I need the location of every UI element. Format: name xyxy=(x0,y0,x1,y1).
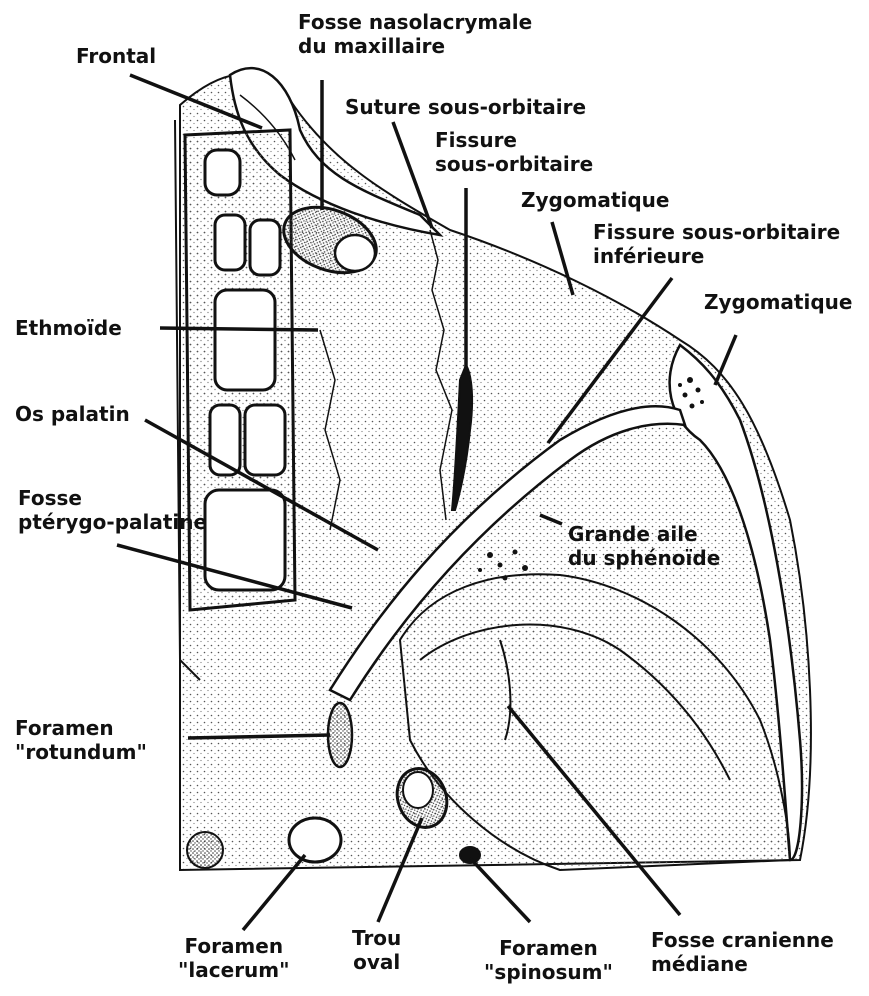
label-suture-sous-orbitaire: Suture sous-orbitaire xyxy=(345,95,586,119)
label-ethmoide: Ethmoïde xyxy=(15,316,122,340)
label-foramen-lacerum: Foramen "lacerum" xyxy=(178,934,290,982)
leader-zygomatique-2 xyxy=(715,335,736,385)
label-fosse-pterygo: Fosse ptérygo-palatine xyxy=(18,486,207,534)
label-zygomatique-lower: Zygomatique xyxy=(704,290,852,314)
ethmoid-cells xyxy=(185,130,295,610)
label-fosse-nasolacrymale: Fosse nasolacrymale du maxillaire xyxy=(298,10,532,58)
label-foramen-spinosum: Foramen "spinosum" xyxy=(484,936,613,984)
label-frontal: Frontal xyxy=(76,44,156,68)
label-fissure-sous-orbitaire: Fissure sous-orbitaire xyxy=(435,128,593,176)
foramen-lacerum-shape xyxy=(289,818,341,862)
leader-spinosum xyxy=(470,858,530,922)
label-trou-oval: Trou oval xyxy=(352,926,401,974)
leader-ethmoide xyxy=(160,328,318,330)
foramen-spinosum-shape xyxy=(460,847,480,863)
label-fosse-cranienne: Fosse cranienne médiane xyxy=(651,928,834,976)
foramen-rotundum-shape xyxy=(328,703,352,767)
label-grande-aile: Grande aile du sphénoïde xyxy=(568,522,720,570)
label-zygomatique-upper: Zygomatique xyxy=(521,188,669,212)
label-os-palatin: Os palatin xyxy=(15,402,130,426)
label-foramen-rotundum: Foramen "rotundum" xyxy=(15,716,147,764)
label-fissure-inferieure: Fissure sous-orbitaire inférieure xyxy=(593,220,840,268)
